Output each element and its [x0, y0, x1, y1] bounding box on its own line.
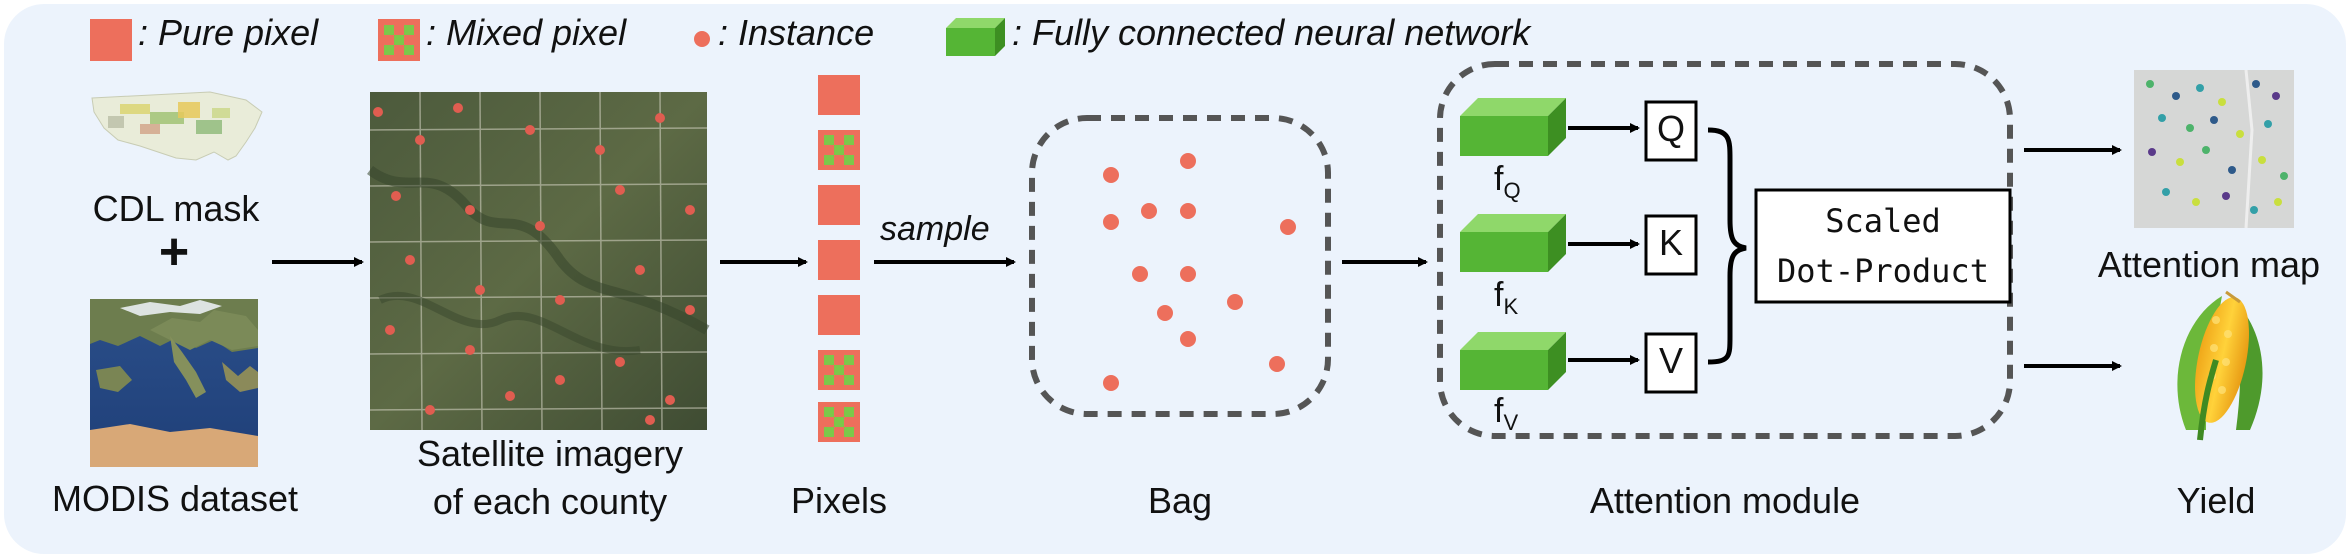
fk-cube-icon: [1460, 214, 1566, 272]
satellite-caption-line2: of each county: [432, 481, 668, 522]
sample-label: sample: [880, 210, 990, 248]
fv-cube-icon: [1460, 332, 1566, 390]
cdl-mask-label: CDL mask: [92, 188, 260, 229]
fq-subscript: Q: [1503, 178, 1521, 203]
mixed-pixel: [818, 350, 860, 390]
fv-label: fV: [1494, 392, 1519, 435]
fq-label: fQ: [1494, 160, 1521, 203]
v-label: V: [1658, 340, 1683, 381]
pixels-column: [818, 75, 860, 442]
pixels-caption: Pixels: [790, 480, 888, 521]
satellite-caption: Satellite imagery of each county: [380, 430, 720, 526]
legend-pure-pixel-icon: [90, 19, 132, 61]
satellite-imagery: [367, 91, 710, 431]
q-label: Q: [1656, 108, 1685, 149]
q-box: [1644, 100, 1698, 162]
bag-caption: Bag: [1147, 480, 1213, 521]
pure-pixel: [818, 185, 860, 225]
yield-label: Yield: [2176, 480, 2256, 521]
bag-container: [1029, 115, 1331, 417]
plus-sign: +: [158, 223, 190, 281]
mixed-pixel: [818, 130, 860, 170]
legend-pure-pixel-label: : Pure pixel: [138, 12, 319, 53]
legend-fcnn-label: : Fully connected neural network: [1012, 12, 1531, 53]
legend-instance-label: : Instance: [718, 12, 875, 53]
legend-mixed-pixel-label: : Mixed pixel: [426, 12, 627, 53]
legend-mixed-pixel-icon: [378, 19, 420, 61]
modis-dataset-image: [90, 299, 258, 467]
pure-pixel: [818, 75, 860, 115]
legend-fcnn-cube-icon: [946, 18, 1005, 56]
pure-pixel: [818, 295, 860, 335]
attention-module-caption: Attention module: [1589, 480, 1861, 521]
k-label: K: [1658, 222, 1683, 263]
fk-label: fK: [1494, 276, 1519, 319]
curly-brace: [1707, 127, 1747, 365]
fq-cube-icon: [1460, 98, 1566, 156]
attention-map-label: Attention map: [2097, 244, 2321, 285]
scaled-dot-product-label: Scaled Dot-Product: [1777, 202, 1989, 290]
cdl-mask-map-image: [91, 91, 263, 161]
scaled-dot-product-box: [1754, 188, 2012, 304]
fv-subscript: V: [1503, 410, 1519, 435]
v-box: [1644, 332, 1698, 394]
satellite-caption-line1: Satellite imagery: [416, 433, 684, 474]
corn-yield-icon: [2177, 290, 2263, 441]
modis-dataset-label: MODIS dataset: [51, 478, 299, 519]
bag-instance-dots: [1103, 153, 1296, 391]
pure-pixel: [818, 240, 860, 280]
satellite-instance-dots: [373, 103, 695, 425]
k-box: [1644, 214, 1698, 276]
fk-subscript: K: [1503, 294, 1519, 319]
legend-instance-icon: [694, 31, 710, 47]
mixed-pixel: [818, 402, 860, 442]
attention-map-image: [2134, 69, 2294, 229]
